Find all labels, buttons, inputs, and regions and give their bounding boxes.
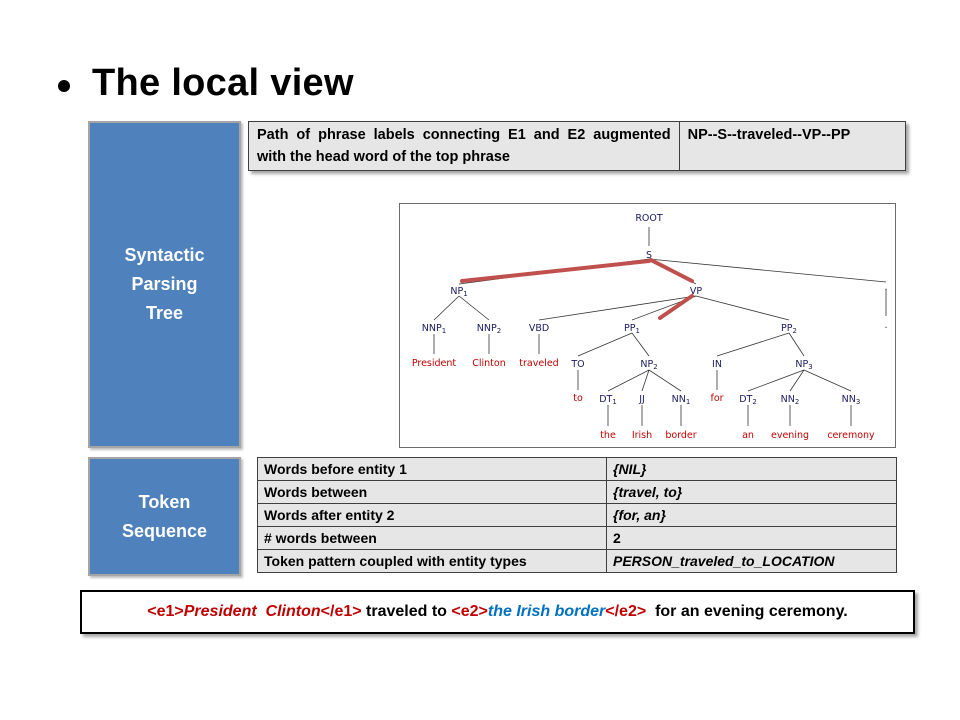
node-in: IN bbox=[712, 359, 722, 370]
path-feature-table: Path of phrase labels connecting E1 and … bbox=[248, 121, 907, 171]
node-to: TO bbox=[570, 359, 584, 370]
table-row: Words between{travel, to} bbox=[257, 480, 897, 504]
syntactic-label-line-1: Syntactic bbox=[124, 245, 205, 265]
slide-title: The local view bbox=[92, 62, 354, 104]
parse-tree-diagram: ROOT S NP1 VP . NNP1 NNP2 VBD PP1 PP2 TO… bbox=[412, 213, 888, 441]
word-president: President bbox=[412, 358, 457, 369]
node-np2: NP2 bbox=[640, 359, 657, 371]
feature-name-cell: Token pattern coupled with entity types bbox=[257, 549, 607, 573]
feature-value-cell: {NIL} bbox=[606, 457, 897, 481]
feature-name-cell: Words after entity 2 bbox=[257, 503, 607, 527]
syntactic-label-line-2: Parsing bbox=[131, 274, 198, 294]
sentence-tail: for an evening ceremony. bbox=[646, 603, 848, 620]
word-ceremony: ceremony bbox=[827, 430, 875, 441]
token-feature-table: Words before entity 1{NIL}Words between{… bbox=[257, 457, 897, 573]
e1-open-tag: <e1> bbox=[147, 603, 184, 620]
word-for: for bbox=[710, 393, 723, 404]
node-jj: JJ bbox=[638, 394, 645, 405]
bullet-point bbox=[58, 79, 70, 92]
e2-open-tag: <e2> bbox=[451, 603, 488, 620]
node-vp: VP bbox=[690, 286, 702, 297]
path-feature-label: Path of phrase labels connecting E1 and … bbox=[248, 121, 680, 171]
feature-name-cell: Words between bbox=[257, 480, 607, 504]
table-row: Words after entity 2{for, an} bbox=[257, 503, 897, 527]
word-traveled: traveled bbox=[519, 358, 558, 369]
sentence-middle: traveled to bbox=[361, 603, 452, 620]
node-nn2: NN2 bbox=[781, 394, 800, 406]
table-row: Words before entity 1{NIL} bbox=[257, 457, 897, 481]
node-nnp1: NNP1 bbox=[422, 323, 446, 335]
node-nn3: NN3 bbox=[842, 394, 861, 406]
token-label-line-2: Sequence bbox=[121, 520, 208, 541]
feature-value-cell: {travel, to} bbox=[606, 480, 897, 504]
e2-text: the Irish border bbox=[487, 603, 606, 620]
node-dt1: DT1 bbox=[599, 394, 617, 406]
feature-name-cell: Words before entity 1 bbox=[257, 457, 607, 481]
word-an: an bbox=[742, 430, 754, 441]
word-evening: evening bbox=[771, 430, 809, 441]
path-feature-value: NP--S--traveled--VP--PP bbox=[678, 121, 907, 171]
feature-value-cell: {for, an} bbox=[606, 503, 897, 527]
node-pp1: PP1 bbox=[624, 323, 640, 335]
tree-words: President Clinton traveled to for the Ir… bbox=[412, 320, 888, 441]
feature-value-cell: PERSON_traveled_to_LOCATION bbox=[606, 549, 897, 573]
e1-text: President Clinton bbox=[183, 603, 321, 620]
node-nn1: NN1 bbox=[672, 394, 691, 406]
token-sequence-label: Token Sequence bbox=[88, 457, 241, 576]
word-dot: . bbox=[884, 320, 887, 331]
table-row: Path of phrase labels connecting E1 and … bbox=[248, 121, 907, 171]
tree-edges bbox=[433, 227, 887, 426]
e2-close-tag: </e2> bbox=[605, 603, 647, 620]
title-row: The local view bbox=[58, 62, 354, 105]
node-s: S bbox=[646, 250, 652, 261]
node-np3: NP3 bbox=[795, 359, 812, 371]
feature-name-cell: # words between bbox=[257, 526, 607, 550]
e1-close-tag: </e1> bbox=[320, 603, 362, 620]
parse-tree-panel: ROOT S NP1 VP . NNP1 NNP2 VBD PP1 PP2 TO… bbox=[399, 203, 896, 448]
example-sentence: <e1>President Clinton</e1> traveled to <… bbox=[80, 590, 915, 634]
syntactic-label-line-3: Tree bbox=[145, 303, 183, 323]
node-nnp2: NNP2 bbox=[477, 323, 501, 335]
feature-value-cell: 2 bbox=[606, 526, 897, 550]
syntactic-parsing-tree-label: Syntactic Parsing Tree bbox=[88, 121, 241, 448]
node-pp2: PP2 bbox=[781, 323, 797, 335]
word-clinton: Clinton bbox=[472, 358, 506, 369]
token-label-line-1: Token bbox=[138, 491, 191, 512]
tree-nonterminals: ROOT S NP1 VP . NNP1 NNP2 VBD PP1 PP2 TO… bbox=[422, 213, 888, 406]
word-border: border bbox=[665, 430, 696, 441]
node-np1: NP1 bbox=[450, 286, 467, 298]
node-root: ROOT bbox=[635, 213, 663, 224]
node-vbd: VBD bbox=[529, 323, 549, 334]
word-to: to bbox=[573, 393, 583, 404]
highlighted-path bbox=[460, 258, 694, 320]
word-the: the bbox=[600, 430, 616, 441]
node-dot: . bbox=[884, 282, 887, 293]
node-dt2: DT2 bbox=[739, 394, 757, 406]
word-irish: Irish bbox=[632, 430, 652, 441]
